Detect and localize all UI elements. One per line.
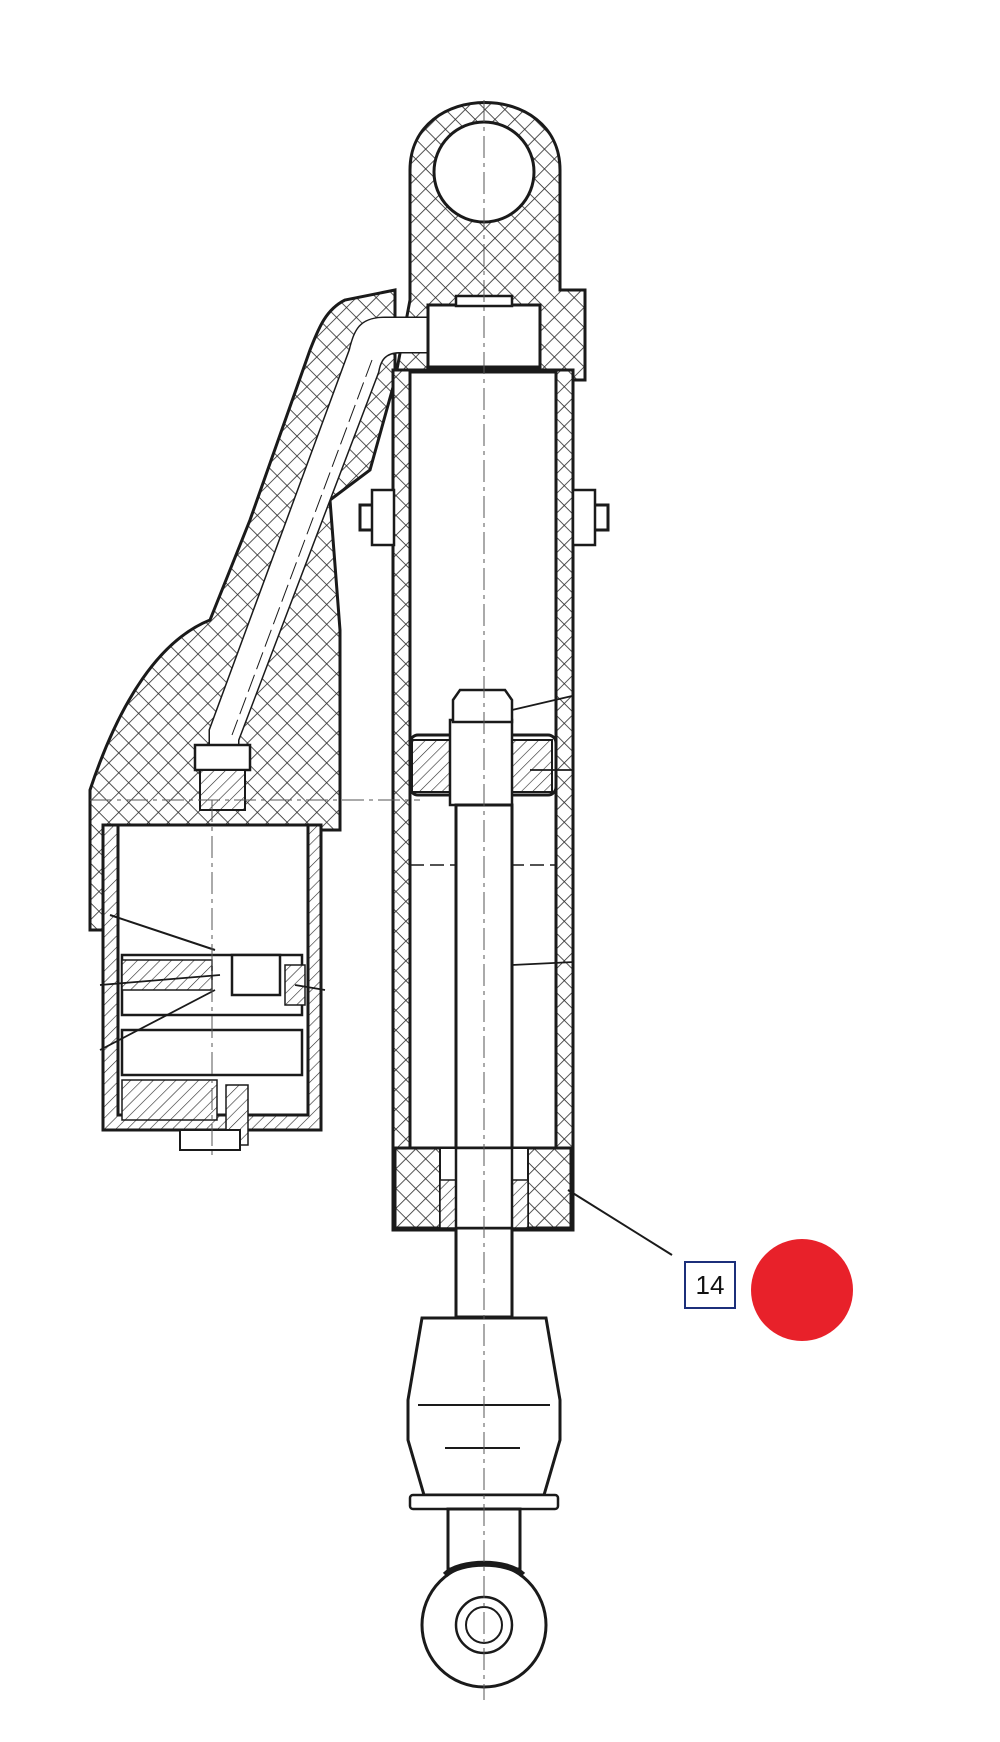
callout-box (684, 1261, 736, 1309)
reservoir-arm (88, 288, 430, 932)
callout-label: 14 (696, 1270, 725, 1300)
leader-line (567, 1189, 673, 1256)
piston-assembly (408, 688, 573, 807)
callout-14: 14 (567, 1189, 736, 1309)
reservoir-canister (99, 823, 326, 1151)
centerlines (90, 100, 485, 1700)
rod-guide-seal (393, 1146, 573, 1230)
red-circle-marker-icon[interactable] (751, 1239, 853, 1341)
